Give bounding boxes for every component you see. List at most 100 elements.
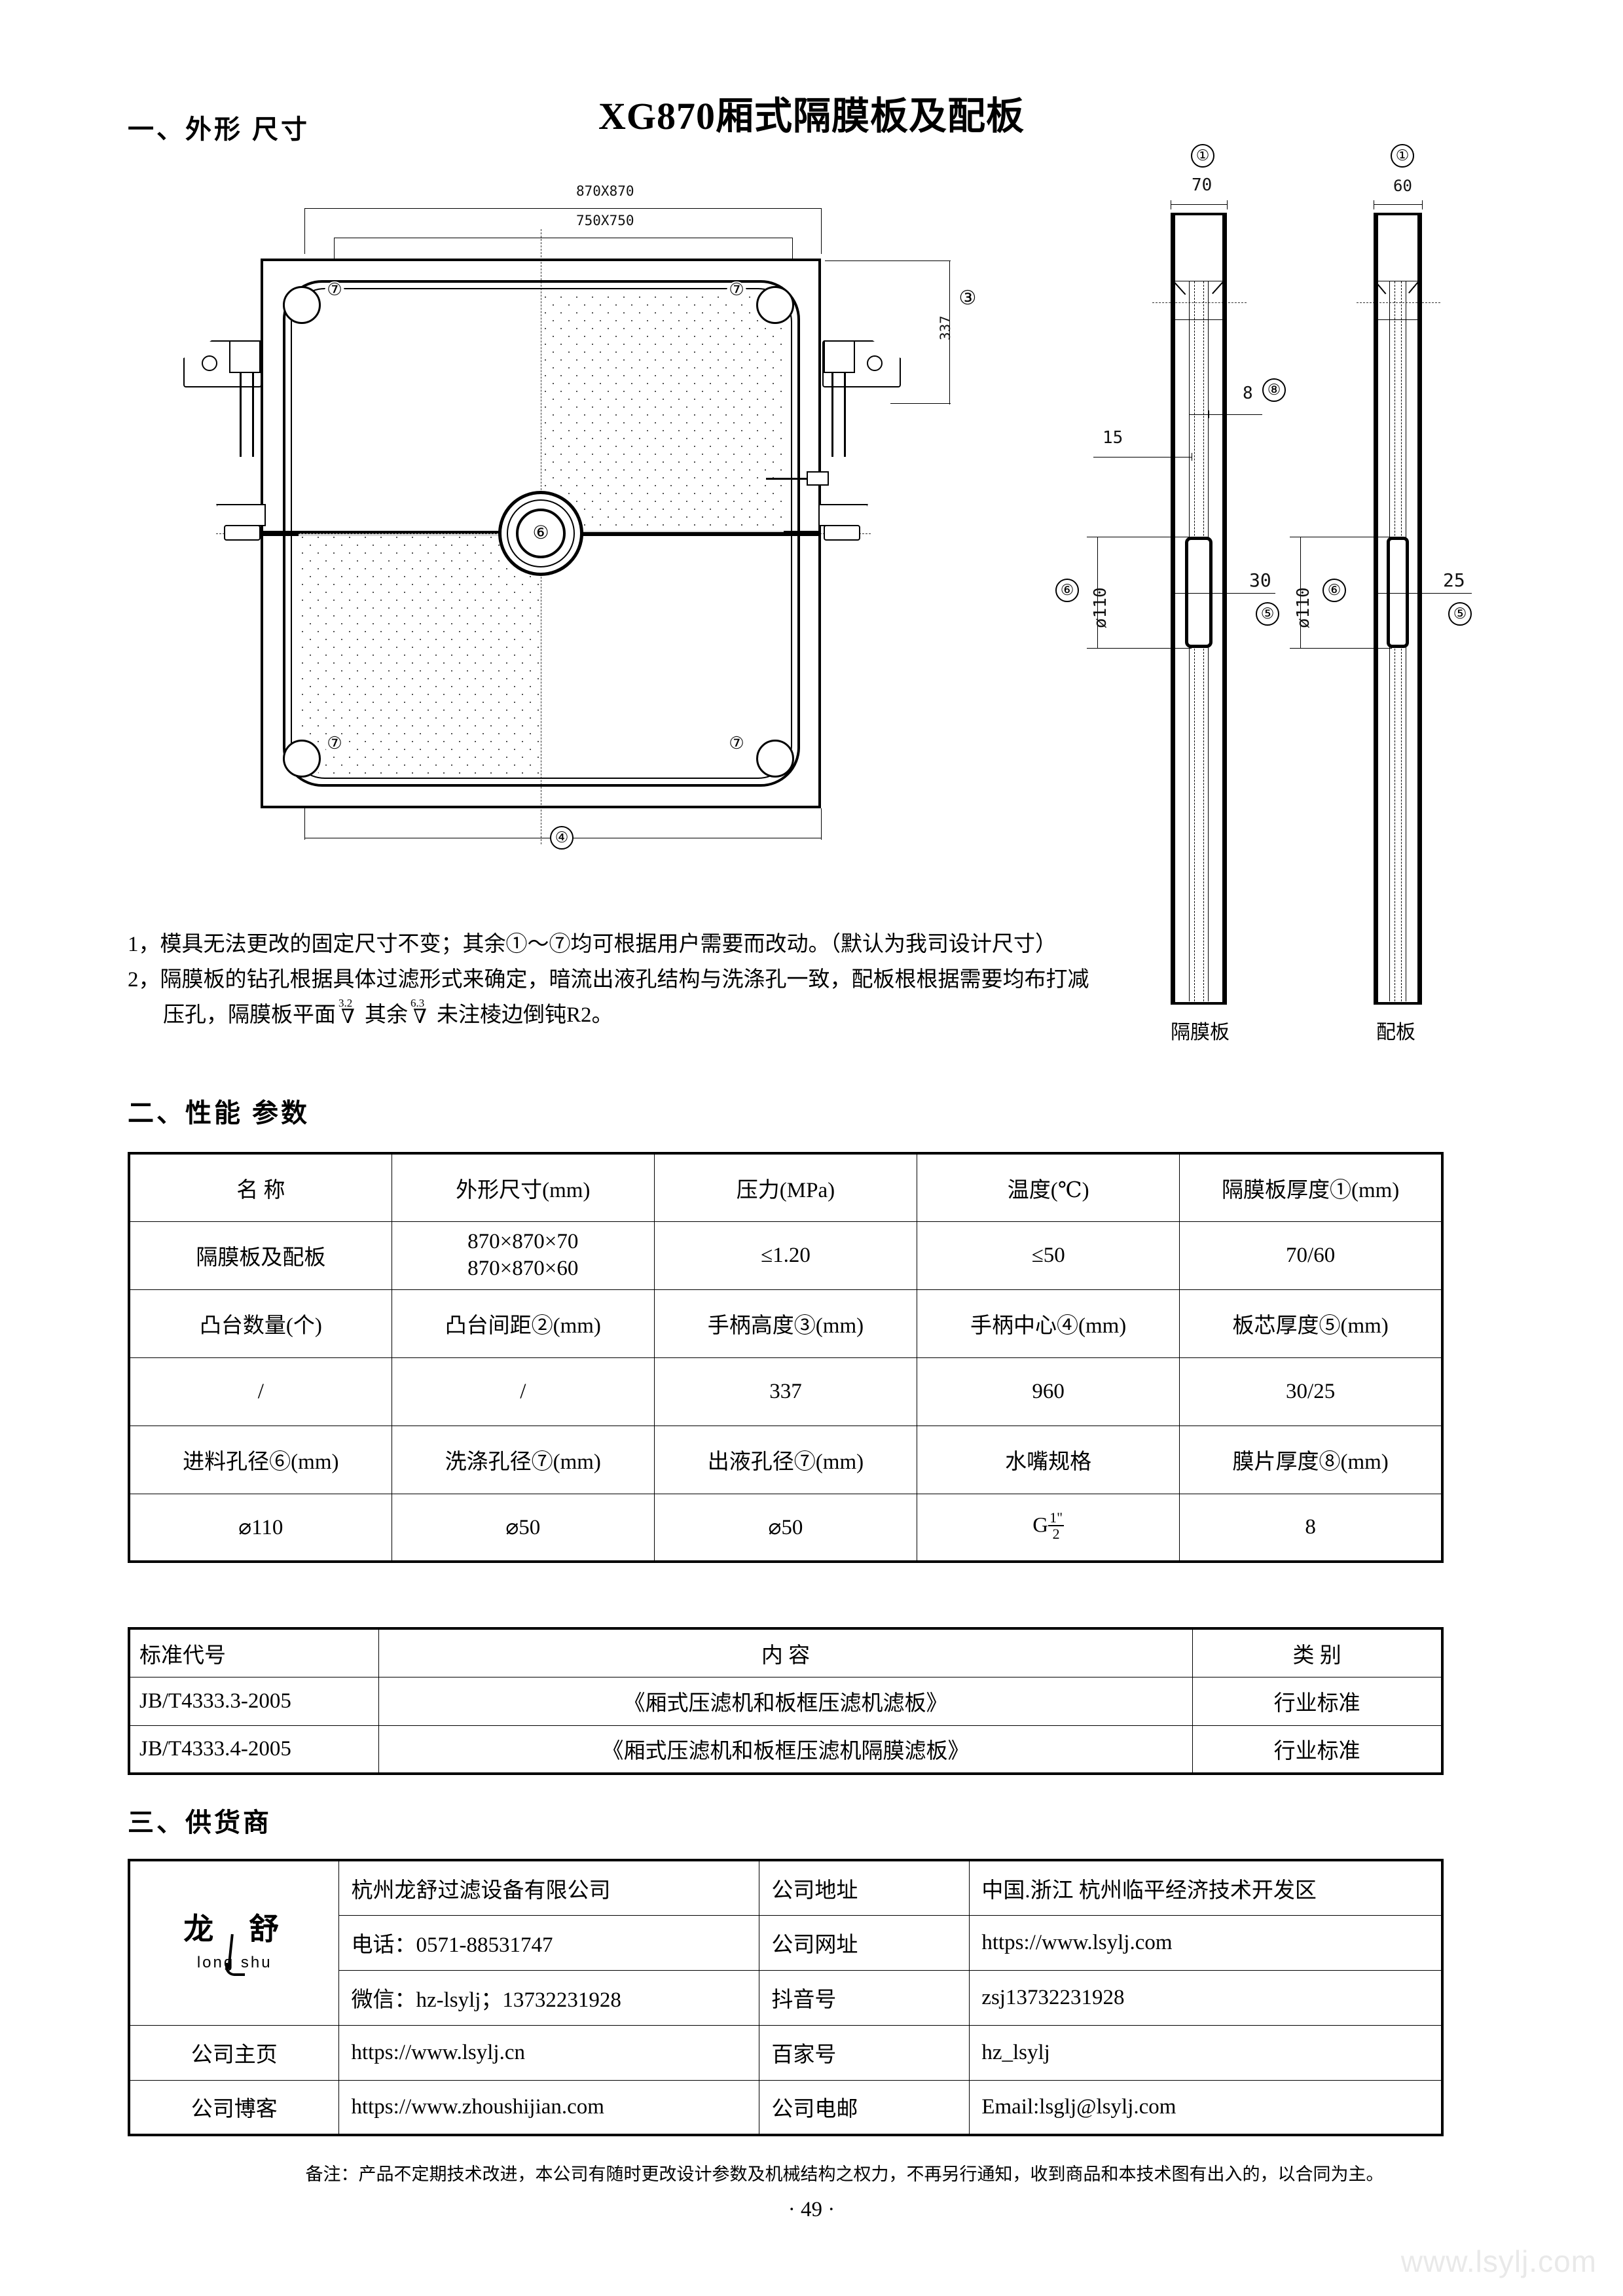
sup-r3-c2: 百家号 xyxy=(759,2024,970,2081)
marker-7-top-left: ⑦ xyxy=(325,281,344,301)
sup-r4-c3[interactable]: Email:lsglj@lsylj.com xyxy=(969,2079,1443,2136)
roughness-value-1: 3.2 xyxy=(338,996,353,1009)
table-row: 凸台数量(个) 凸台间距②(mm) 手柄高度③(mm) 手柄中心④(mm) 板芯… xyxy=(128,1289,1443,1358)
sup-r3-c1[interactable]: https://www.lsylj.cn xyxy=(338,2024,760,2081)
table-row: 隔膜板及配板 870×870×70 870×870×60 ≤1.20 ≤50 7… xyxy=(128,1221,1443,1290)
marker-7-bottom-left: ⑦ xyxy=(325,735,344,755)
page-number: · 49 · xyxy=(788,2198,835,2221)
sup-r0-c1: 杭州龙舒过滤设备有限公司 xyxy=(338,1859,760,1916)
logo-char-long: 龙 xyxy=(183,1912,221,1946)
table-row: JB/T4333.4-2005 《厢式压滤机和板框压滤机隔膜滤板》 行业标准 xyxy=(128,1725,1443,1774)
marker-1-right: ① xyxy=(1391,144,1414,168)
dim-membrane-thickness: 8 xyxy=(1243,384,1253,403)
perf-h3-1: 洗涤孔径⑦(mm) xyxy=(391,1425,655,1494)
perf-h2-3: 手柄中心④(mm) xyxy=(917,1289,1180,1358)
dim-outer-label: 870X870 xyxy=(576,183,634,199)
perf-h2-2: 手柄高度③(mm) xyxy=(653,1289,918,1358)
section-right-port xyxy=(1387,537,1409,648)
technical-drawing: 870X870 750X750 ⑦ ⑦ ⑦ ⑦ ⑥ xyxy=(118,144,1545,1043)
wash-hole-top-left xyxy=(283,286,321,324)
water-nozzle-g: G xyxy=(1032,1513,1049,1537)
logo: 龙舒 long shu xyxy=(130,1861,338,2025)
sup-r4-c2: 公司电邮 xyxy=(759,2079,970,2136)
sup-r1-c3[interactable]: https://www.lsylj.com xyxy=(969,1914,1443,1971)
dim-15: 15 xyxy=(1103,428,1123,448)
perf-v3-2: ⌀50 xyxy=(653,1493,918,1562)
handle-left-pin xyxy=(202,355,217,371)
perf-h3-2: 出液孔径⑦(mm) xyxy=(653,1425,918,1494)
dim-bore-right: ø110 xyxy=(1294,587,1313,628)
note-2-line1: 2，隔膜板的钻孔根据具体过滤形式来确定，暗流出液孔结构与洗涤孔一致，配板根根据需… xyxy=(128,967,1089,992)
marker-3: ③ xyxy=(956,288,979,312)
sup-r2-c1: 微信：hz-lsylj；13732231928 xyxy=(338,1969,760,2026)
perf-v2-0: / xyxy=(128,1357,392,1426)
table-row: 名 称 外形尺寸(mm) 压力(MPa) 温度(℃) 隔膜板厚度①(mm) xyxy=(128,1153,1443,1222)
perf-v1-4: 70/60 xyxy=(1179,1221,1443,1290)
dim-handle-height: 337 xyxy=(938,315,953,340)
std-r1-1: 《厢式压滤机和板框压滤机隔膜滤板》 xyxy=(378,1725,1194,1774)
perf-v3-0: ⌀110 xyxy=(128,1493,392,1562)
table-row: 标准代号 内 容 类 别 xyxy=(128,1628,1443,1677)
table-row: 电话：0571-88531747 公司网址 https://www.lsylj.… xyxy=(129,1914,1443,1971)
watermark: www.lsylj.com xyxy=(1400,2244,1597,2278)
table-row: 龙舒 long shu 杭州龙舒过滤设备有限公司 公司地址 中国.浙江 杭州临平… xyxy=(128,1859,1443,2026)
perf-v1-0: 隔膜板及配板 xyxy=(128,1221,392,1290)
sect-right-thickness: 60 xyxy=(1393,177,1412,195)
sup-r3-c3: hz_lsylj xyxy=(969,2024,1443,2081)
section-left-label: 隔膜板 xyxy=(1171,1022,1230,1043)
sup-r4-c1[interactable]: https://www.zhoushijian.com xyxy=(338,2079,760,2136)
roughness-symbol-3-2: 3.2∇ xyxy=(338,996,355,1028)
perf-h3-4: 膜片厚度⑧(mm) xyxy=(1179,1425,1443,1494)
std-h-0: 标准代号 xyxy=(128,1628,379,1677)
feed-port-mid xyxy=(507,499,575,567)
sup-r0-c2: 公司地址 xyxy=(759,1859,970,1916)
perf-h2-1: 凸台间距②(mm) xyxy=(391,1289,655,1358)
std-r0-1: 《厢式压滤机和板框压滤机滤板》 xyxy=(378,1676,1194,1726)
std-r0-0: JB/T4333.3-2005 xyxy=(128,1676,379,1726)
dim-core-right: 25 xyxy=(1443,569,1465,591)
perf-v2-4: 30/25 xyxy=(1179,1357,1443,1426)
table-row: 微信：hz-lsylj；13732231928 抖音号 zsj137322319… xyxy=(129,1969,1443,2026)
marker-6-right: ⑥ xyxy=(1322,579,1346,602)
std-h-2: 类 别 xyxy=(1192,1628,1443,1677)
section-right-label: 配板 xyxy=(1376,1022,1415,1043)
fraction-denominator: 2 xyxy=(1052,1526,1060,1543)
marker-1-left: ① xyxy=(1191,144,1214,168)
std-r1-2: 行业标准 xyxy=(1192,1725,1443,1774)
wash-hole-bottom-left xyxy=(283,740,321,778)
outlet-nozzle xyxy=(807,471,829,486)
standards-table: 标准代号 内 容 类 别 JB/T4333.3-2005 《厢式压滤机和板框压滤… xyxy=(128,1627,1444,1775)
sect-left-thickness: 70 xyxy=(1192,175,1213,195)
section-left-port xyxy=(1185,537,1213,648)
std-r0-2: 行业标准 xyxy=(1192,1676,1443,1726)
handle-right-block xyxy=(824,340,855,373)
wash-hole-bottom-right xyxy=(756,740,794,778)
note-2-part-a: 压孔，隔膜板平面 xyxy=(163,1003,336,1027)
dim-bore-left: ø110 xyxy=(1091,587,1110,628)
perf-v2-1: / xyxy=(391,1357,655,1426)
wash-hole-top-right xyxy=(756,286,794,324)
table-row: 公司主页 https://www.lsylj.cn 百家号 hz_lsylj xyxy=(128,2024,1443,2081)
perf-h1-4: 隔膜板厚度①(mm) xyxy=(1179,1153,1443,1222)
note-2-part-b: 其余 xyxy=(365,1003,408,1027)
perf-v1-3: ≤50 xyxy=(917,1221,1180,1290)
dim-core-left: 30 xyxy=(1249,569,1271,591)
perf-v1-2: ≤1.20 xyxy=(653,1221,918,1290)
handle-right-grip xyxy=(824,525,860,541)
sup-r0-c3: 中国.浙江 杭州临平经济技术开发区 xyxy=(969,1859,1443,1916)
perf-h3-3: 水嘴规格 xyxy=(917,1425,1180,1494)
handle-left-grip xyxy=(224,525,261,541)
table-row: 公司博客 https://www.zhoushijian.com 公司电邮 Em… xyxy=(128,2079,1443,2136)
marker-6-left: ⑥ xyxy=(1055,579,1079,602)
perf-v1-1: 870×870×70 870×870×60 xyxy=(391,1221,655,1290)
marker-8: ⑧ xyxy=(1262,378,1286,402)
drawing-notes: 1，模具无法更改的固定尺寸不变；其余①～⑦均可根据用户需要而改动。（默认为我司设… xyxy=(128,929,1561,1035)
sup-r2-c2: 抖音号 xyxy=(759,1969,970,2026)
sup-r1-c2: 公司网址 xyxy=(759,1914,970,1971)
company-logo-cell: 龙舒 long shu xyxy=(128,1859,340,2026)
perf-h1-0: 名 称 xyxy=(128,1153,392,1222)
perf-v3-1: ⌀50 xyxy=(391,1493,655,1562)
section-heading-three: 三、供货商 xyxy=(128,1808,272,1837)
